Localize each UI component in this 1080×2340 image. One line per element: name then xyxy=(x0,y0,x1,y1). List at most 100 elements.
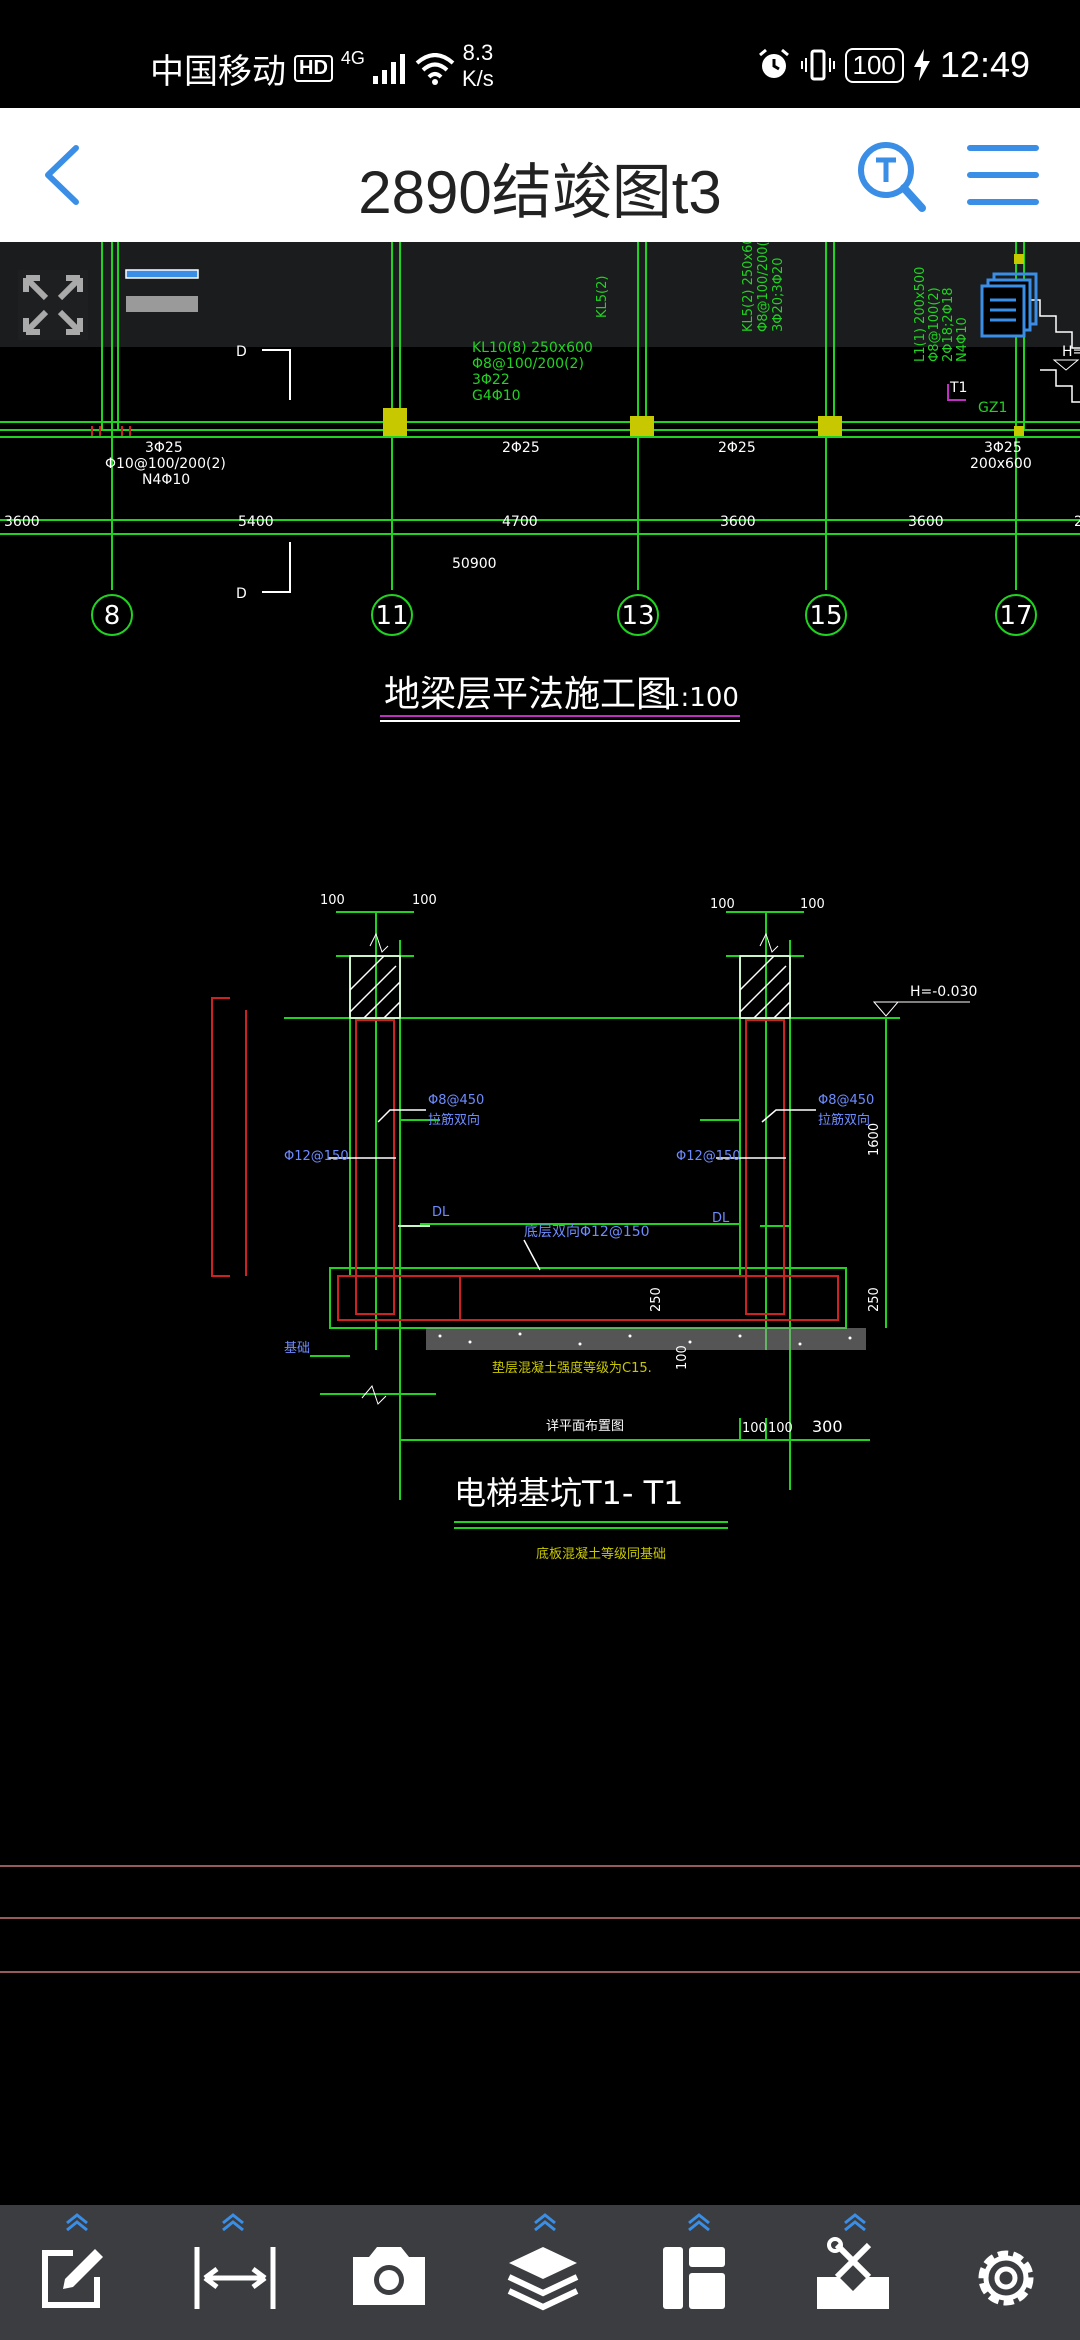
rebar-label: 2Φ25 xyxy=(718,440,756,456)
dim-label: 300 xyxy=(812,1417,843,1436)
plan-note: 详平面布置图 xyxy=(546,1419,624,1434)
signal-icon xyxy=(372,53,405,84)
fullscreen-icon[interactable] xyxy=(18,270,88,340)
bottom-toolbar xyxy=(0,2205,1080,2340)
cushion-note: 垫层混凝土强度等级为C15. xyxy=(492,1360,652,1376)
measure-icon xyxy=(194,2247,276,2309)
battery-indicator: 100 xyxy=(844,47,904,83)
kl-label: 3Φ20;3Φ20 xyxy=(771,258,786,332)
charging-icon xyxy=(913,49,930,81)
kl-label: Φ8@100/200(2) xyxy=(756,242,771,332)
screenshot-tool-button[interactable] xyxy=(334,2205,444,2340)
menu-icon[interactable] xyxy=(966,142,1040,208)
measure-tool-button[interactable] xyxy=(178,2205,288,2340)
rebar-callout: Φ8@450 xyxy=(818,1093,874,1108)
settings-icon xyxy=(978,2250,1034,2306)
layout-tool-button[interactable] xyxy=(644,2205,754,2340)
expand-up-icon xyxy=(534,2213,556,2231)
total-dim-label: 50900 xyxy=(452,556,497,572)
rebar-callout: 拉筋双向 xyxy=(428,1112,480,1128)
rebar-callout: Φ8@450 xyxy=(428,1093,484,1108)
back-icon[interactable] xyxy=(34,140,94,210)
section-labels: 100 100 100 100 H=-0.030 1600 250 250 10… xyxy=(320,893,977,1436)
top-band xyxy=(0,242,1080,347)
pit-section xyxy=(211,911,970,1500)
dim-label: 3600 xyxy=(4,514,40,530)
dim-label: 250 xyxy=(649,1287,664,1312)
title-bar: 2890结竣图t3 xyxy=(0,108,1080,242)
elevation-marker xyxy=(1052,359,1080,371)
edit-icon xyxy=(42,2249,103,2308)
wifi-icon xyxy=(415,52,455,85)
vibrate-icon xyxy=(800,49,835,81)
speed-value: 8.3 xyxy=(462,40,494,65)
kl-label: 2Φ18;2Φ18 xyxy=(941,288,956,362)
beam-stirrup: Φ8@100/200(2) xyxy=(472,356,584,372)
dim-label: 100 xyxy=(710,897,735,912)
d-label-2: D xyxy=(236,586,247,602)
dim-label: 3600 xyxy=(720,514,756,530)
kl-label: L1(1) 200x500 xyxy=(913,267,928,362)
page-title: 2890结竣图t3 xyxy=(358,159,722,226)
expand-up-icon xyxy=(66,2213,88,2231)
dl-label: DL xyxy=(712,1211,730,1226)
vertical-annotations: KL5(2) KL5(2) 250x600 Φ8@100/200(2) 3Φ20… xyxy=(595,242,970,362)
beam-side-rebar: G4Φ10 xyxy=(472,388,521,404)
rebar-callout: 拉筋双向 xyxy=(818,1112,870,1128)
dim-label: 100 xyxy=(675,1345,690,1370)
rebar-label: Φ10@100/200(2) xyxy=(105,456,226,472)
dim-label: 3600 xyxy=(908,514,944,530)
layer-toggle-icon[interactable] xyxy=(124,268,200,314)
dim-label: 100 xyxy=(800,897,825,912)
text-search-icon[interactable] xyxy=(854,138,926,212)
t1-marker xyxy=(947,384,966,401)
rebar-callouts: Φ8@450 拉筋双向 Φ8@450 拉筋双向 Φ12@150 Φ12@150 … xyxy=(284,1093,874,1356)
beam-annotations: KL10(8) 250x600 Φ8@100/200(2) 3Φ22 G4Φ10 xyxy=(472,340,593,404)
section-markers xyxy=(262,349,291,593)
settings-tool-button[interactable] xyxy=(954,2205,1064,2340)
alarm-icon xyxy=(758,48,789,78)
axis-labels: 8 11 13 15 17 xyxy=(104,601,1033,631)
cad-drawing[interactable]: D D KL10(8) 250x600 Φ8@100/200(2) 3Φ22 G… xyxy=(0,242,1080,2205)
rebar-label: 3Φ25 xyxy=(145,440,183,456)
dl-label: DL xyxy=(432,1205,450,1220)
beam-top-rebar: 3Φ22 xyxy=(472,372,510,388)
drawing-canvas[interactable]: D D KL10(8) 250x600 Φ8@100/200(2) 3Φ22 G… xyxy=(0,242,1080,2205)
rebar-callout: Φ12@150 xyxy=(284,1149,349,1164)
base-label: 基础 xyxy=(284,1341,310,1356)
t1-label: T1 xyxy=(949,380,967,396)
axis-label: 13 xyxy=(621,601,654,631)
beam-lines xyxy=(0,421,1080,535)
dim-label: 100 xyxy=(742,1421,767,1436)
dim-label: 250 xyxy=(867,1287,882,1312)
drawing-list-icon[interactable] xyxy=(980,272,1040,338)
layers-icon xyxy=(507,2247,579,2311)
status-left: 中国移动 HD 4G xyxy=(150,44,455,93)
camera-icon xyxy=(353,2247,425,2305)
elevation-label: H=-0.030 xyxy=(910,984,977,1000)
tools-tool-button[interactable] xyxy=(800,2205,910,2340)
beam-label: KL10(8) 250x600 xyxy=(472,340,593,356)
rebar-label: 200x600 xyxy=(970,456,1032,472)
kl-label: N4Φ10 xyxy=(955,317,970,362)
dim-label: 1600 xyxy=(867,1123,882,1156)
plan-scale: 1:100 xyxy=(664,683,739,713)
expand-up-icon xyxy=(688,2213,710,2231)
layers-tool-button[interactable] xyxy=(490,2205,600,2340)
rebar-label: 2Φ25 xyxy=(502,440,540,456)
dim-label: 100 xyxy=(412,893,437,908)
network-speed: 8.3 K/s xyxy=(462,40,494,92)
edit-tool-button[interactable] xyxy=(22,2205,132,2340)
speed-unit: K/s xyxy=(462,66,494,91)
kl-label: KL5(2) 250x600 xyxy=(741,242,756,332)
dimension-labels: 3600 5400 4700 3600 3600 2 50900 xyxy=(4,514,1080,572)
axis-label: 8 xyxy=(104,601,121,631)
frame-lines xyxy=(0,1865,1080,1973)
tools-icon xyxy=(817,2237,889,2309)
plan-title: 地梁层平法施工图 xyxy=(384,674,672,715)
dim-label: 2 xyxy=(1074,514,1080,530)
dim-label: 4700 xyxy=(502,514,538,530)
rebar-annotations: 3Φ25 Φ10@100/200(2) N4Φ10 2Φ25 2Φ25 3Φ25… xyxy=(105,440,1032,488)
section-subtitle: 底板混凝土等级同基础 xyxy=(536,1546,666,1562)
rebar-label: 3Φ25 xyxy=(984,440,1022,456)
